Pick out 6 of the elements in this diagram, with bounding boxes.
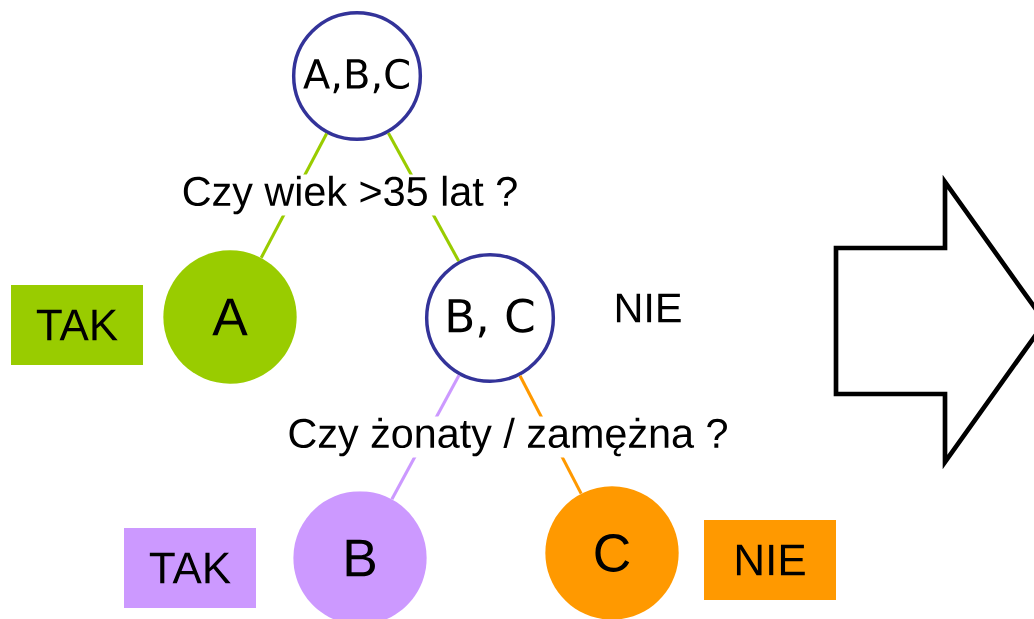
question-text: Czy żonaty / zamężna ? [286, 416, 730, 458]
answer-box: TAK [124, 528, 256, 608]
answer-text: NIE [616, 293, 681, 323]
question-text: Czy wiek >35 lat ? [180, 174, 520, 216]
answer-box: NIE [704, 520, 836, 600]
answer-box: TAK [11, 285, 143, 365]
